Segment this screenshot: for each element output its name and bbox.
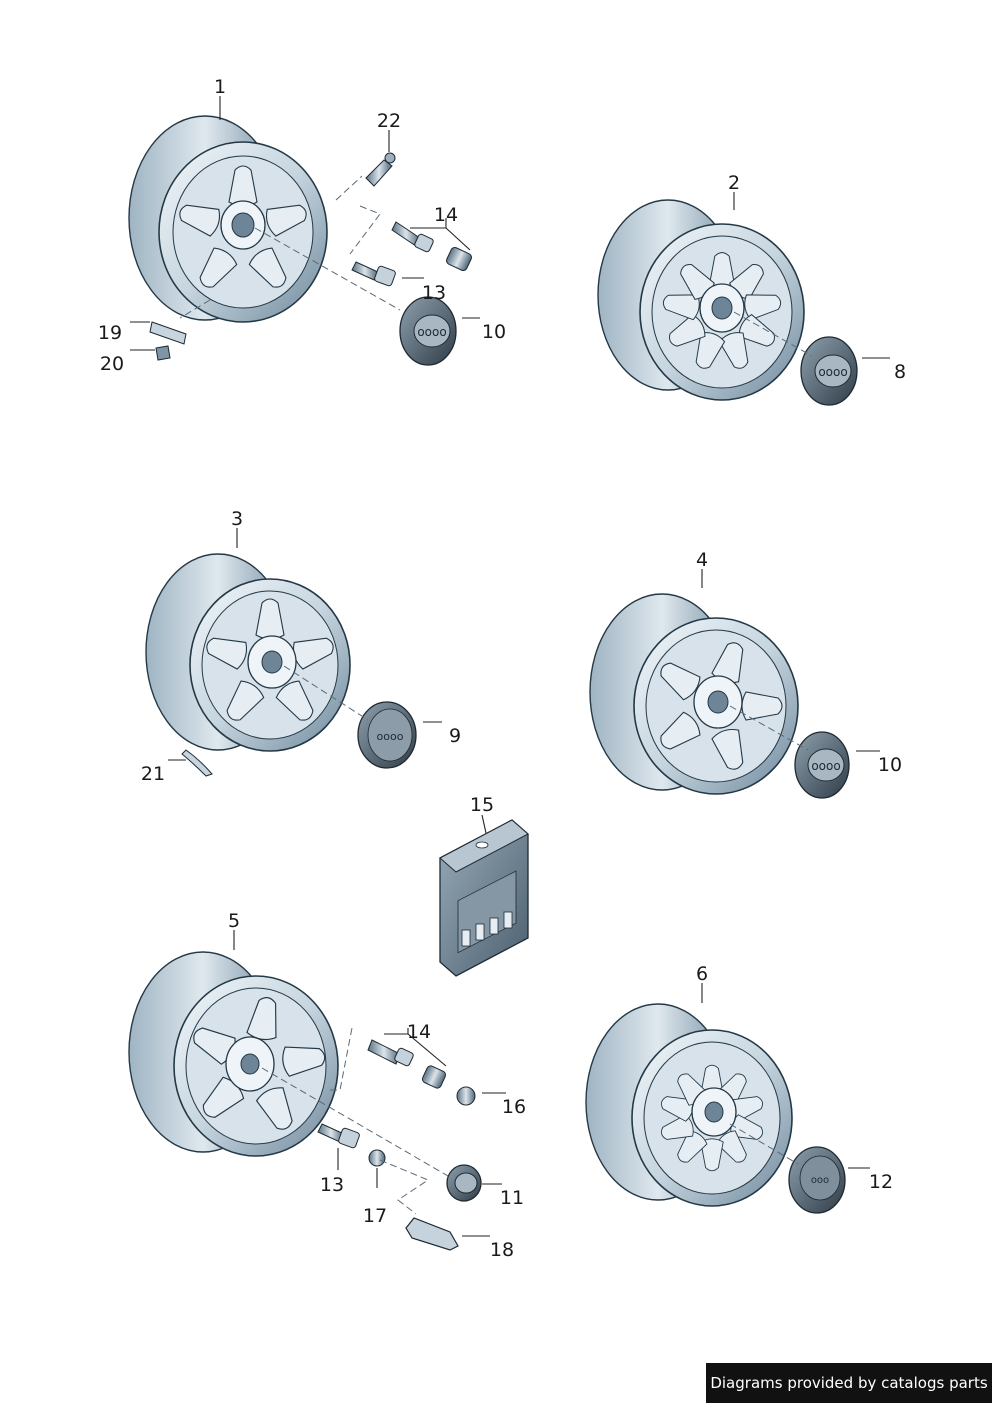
svg-text:oooo: oooo: [818, 365, 847, 379]
callout-hub-cap-6: 12: [869, 1171, 893, 1193]
callout-bolt-set-b: 14: [407, 1021, 431, 1043]
callout-hub-cap-1: 10: [482, 321, 506, 343]
callout-tool: 18: [490, 1239, 514, 1261]
callout-cap-small: 17: [363, 1205, 387, 1227]
hub-cap-wheel-5: [446, 1164, 482, 1202]
callout-wheel-5: 5: [228, 910, 240, 932]
wheel-2: [597, 199, 805, 401]
lock-bolt-kit-package: [439, 819, 529, 977]
wheel-5: [128, 951, 339, 1157]
valve-stem: [365, 152, 396, 187]
callout-hub-cap-3: 9: [449, 725, 461, 747]
wheel-6: [585, 1003, 793, 1207]
credit-banner: Diagrams provided by catalogs parts: [706, 1363, 992, 1403]
wheel-bolt-14a: [391, 221, 472, 271]
callout-wheel-1: 1: [214, 76, 226, 98]
hub-cap-wheel-4: oooo: [794, 731, 850, 799]
wheel-bolt-13a: [351, 261, 396, 287]
wheel-bolt-13b: [317, 1123, 360, 1149]
bolt-cap-17: [368, 1149, 386, 1167]
wheel-4: [589, 593, 799, 795]
hub-cap-wheel-3: oooo: [357, 701, 417, 769]
hub-cap-wheel-6: ooo: [788, 1146, 846, 1214]
svg-text:oooo: oooo: [377, 730, 404, 743]
hub-cap-wheel-1: oooo: [399, 296, 457, 366]
wheel-bolt-14b: [367, 1039, 447, 1089]
svg-text:oooo: oooo: [811, 759, 840, 773]
callout-hub-cap-4: 10: [878, 754, 902, 776]
callout-wheel-3: 3: [231, 508, 243, 530]
callout-hub-cap-5: 11: [500, 1187, 524, 1209]
cap-nut-16: [456, 1086, 476, 1106]
callout-weight-b: 20: [100, 353, 124, 375]
callout-wheel-6: 6: [696, 963, 708, 985]
hub-cap-wheel-2: oooo: [800, 336, 858, 406]
callout-bolt-a: 13: [422, 282, 446, 304]
callout-hub-cap-2: 8: [894, 361, 906, 383]
callout-valve: 22: [377, 110, 401, 132]
leader-lines: [130, 96, 890, 1237]
callout-lock-kit: 15: [470, 794, 494, 816]
assembly-lines: [179, 175, 813, 1215]
balance-weight-19: [149, 321, 187, 345]
svg-text:oooo: oooo: [417, 325, 446, 339]
wheel-3: [145, 553, 351, 752]
puller-tool-18: [405, 1217, 459, 1251]
wheel-1: [128, 115, 328, 323]
callout-wheel-4: 4: [696, 549, 708, 571]
svg-text:ooo: ooo: [811, 1175, 829, 1186]
balance-weight-21: [181, 749, 213, 777]
callout-bolt-b: 13: [320, 1174, 344, 1196]
callout-weight-c: 21: [141, 763, 165, 785]
callout-weight-a: 19: [98, 322, 122, 344]
balance-weight-20: [155, 345, 171, 361]
callout-bolt-set-a: 14: [434, 204, 458, 226]
callout-wheel-2: 2: [728, 172, 740, 194]
callout-labels: 1 22 14 13 10 19 20 2 8 3 9 21 4 10 15 5…: [98, 76, 906, 1261]
callout-cap-nut: 16: [502, 1096, 526, 1118]
